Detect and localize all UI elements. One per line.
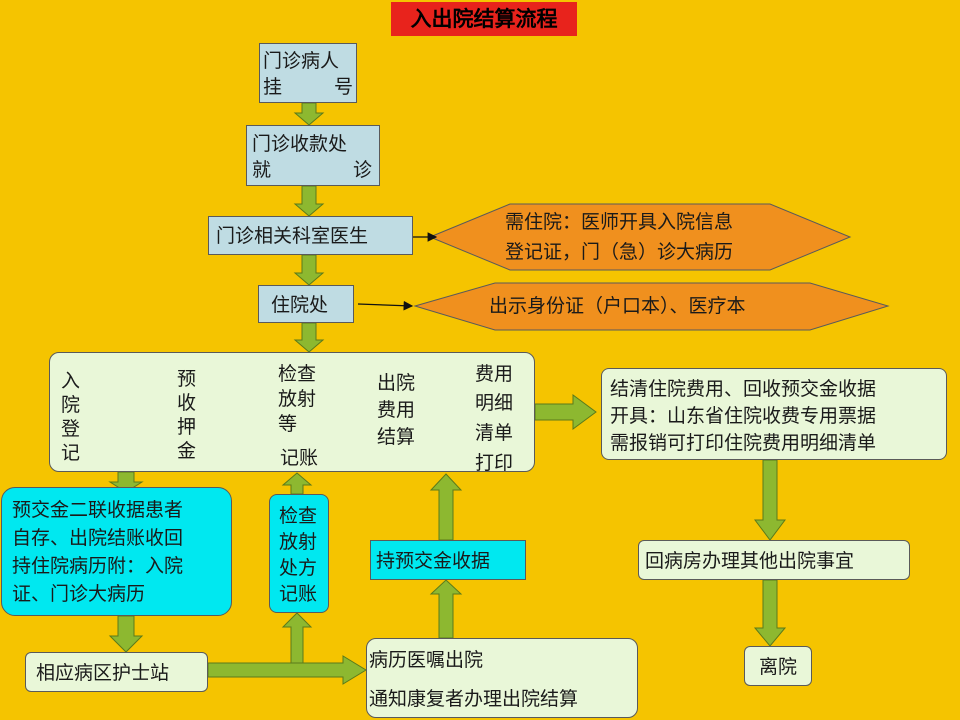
deposit-receipt-note-box: 预交金二联收据患者 自存、出院结账收回 持住院病历附：入院 证、门诊大病历	[1, 487, 232, 616]
admission-label: 住院处	[271, 294, 329, 316]
cashier-line2b: 诊	[353, 159, 373, 181]
return-ward-box: 回病房办理其他出院事宜	[638, 540, 910, 580]
stage-print-line2: 明细	[475, 392, 514, 414]
stage-print-line1: 费用	[475, 363, 514, 385]
settlement-line3: 需报销可打印住院费用明细清单	[610, 432, 877, 454]
discharge-box: 离院	[744, 646, 812, 686]
stage-exam-line1: 检查	[278, 363, 317, 385]
settlement-info-box: 结清住院费用、回收预交金收据 开具：山东省住院收费专用票据 需报销可打印住院费用…	[601, 368, 947, 460]
arrow-doctor-to-admission	[293, 254, 325, 286]
discharge-order-line1: 病历医嘱出院	[369, 649, 484, 671]
receipt-note-line3: 持住院病历附：入院	[12, 555, 184, 577]
exam-record-label: 检查放射处方记账	[279, 505, 318, 605]
outpatient-register-box: 门诊病人 挂 号	[259, 43, 357, 103]
arrow-settlement-to-ward	[754, 459, 786, 541]
doctor-label: 门诊相关科室医生	[216, 225, 369, 247]
admission-note-text: 出示身份证（户口本）、医疗本	[489, 295, 746, 317]
cashier-line1: 门诊收款处	[252, 133, 348, 155]
stage-settle-line2: 费用	[377, 399, 416, 421]
stage-settle-line1: 出院	[377, 372, 416, 394]
stage-print-line3: 清单	[475, 422, 514, 444]
stage-deposit: 预收押金	[177, 368, 197, 462]
doctor-note-shape	[428, 203, 852, 271]
discharge-label: 离院	[759, 656, 798, 678]
arrow-receipt-to-nurse	[108, 615, 144, 653]
discharge-order-line2: 通知康复者办理出院结算	[369, 688, 579, 710]
cashier-box: 门诊收款处 就 诊	[246, 125, 380, 186]
stage-print-line4: 打印	[475, 452, 514, 474]
stage-settle-line3: 结算	[377, 426, 416, 448]
settlement-line1: 结清住院费用、回收预交金收据	[610, 378, 877, 400]
arrow-receipt-to-stages	[429, 473, 463, 541]
arrow-order-to-receipt	[429, 579, 463, 639]
arrow-stages-to-settlement	[534, 394, 597, 430]
hospital-stages-box: 入院登记 预收押金 检查 放射 等 记账 出院 费用 结算 费用 明细 清单 打…	[49, 352, 535, 474]
arrow-nurse-to-exam	[281, 612, 313, 664]
arrow-admission-to-stages	[293, 322, 325, 353]
nurse-station-label: 相应病区护士站	[36, 662, 170, 684]
receipt-note-line4: 证、门诊大病历	[12, 583, 146, 605]
arrow-ward-to-discharge	[753, 579, 787, 647]
stage-exam-line3: 等	[278, 413, 298, 435]
doctor-note-line1: 需住院：医师开具入院信息	[505, 211, 734, 233]
stage-exam-line4: 记账	[280, 447, 319, 469]
stage-exam-line2: 放射	[278, 388, 317, 410]
admission-note-shape	[413, 282, 890, 331]
receipt-note-line2: 自存、出院结账收回	[12, 527, 184, 549]
doctor-note-line2: 登记证，门（急）诊大病历	[505, 241, 734, 263]
page-title: 入出院结算流程	[391, 2, 577, 36]
cashier-line2a: 就	[252, 159, 272, 181]
settlement-line2: 开具：山东省住院收费专用票据	[610, 405, 877, 427]
arrow-cashier-to-doctor	[293, 185, 325, 217]
receipt-note-line1: 预交金二联收据患者	[12, 499, 184, 521]
exam-record-box: 检查放射处方记账	[269, 494, 329, 613]
doctor-box: 门诊相关科室医生	[208, 216, 413, 255]
arrow-exam-to-stages	[281, 472, 313, 495]
hold-receipt-box: 持预交金收据	[370, 540, 526, 580]
nurse-station-box: 相应病区护士站	[25, 652, 208, 692]
admission-box: 住院处	[258, 285, 354, 323]
return-ward-label: 回病房办理其他出院事宜	[645, 550, 855, 572]
discharge-order-box: 病历医嘱出院 通知康复者办理出院结算	[366, 638, 638, 718]
arrow-outpatient-to-cashier	[293, 102, 325, 126]
outpatient-line2b: 号	[334, 76, 354, 98]
outpatient-line1: 门诊病人	[263, 50, 340, 72]
stage-register: 入院登记	[61, 370, 81, 464]
outpatient-line2a: 挂	[263, 76, 283, 98]
arrow-nurse-to-order	[207, 655, 367, 685]
hold-receipt-label: 持预交金收据	[376, 550, 491, 572]
